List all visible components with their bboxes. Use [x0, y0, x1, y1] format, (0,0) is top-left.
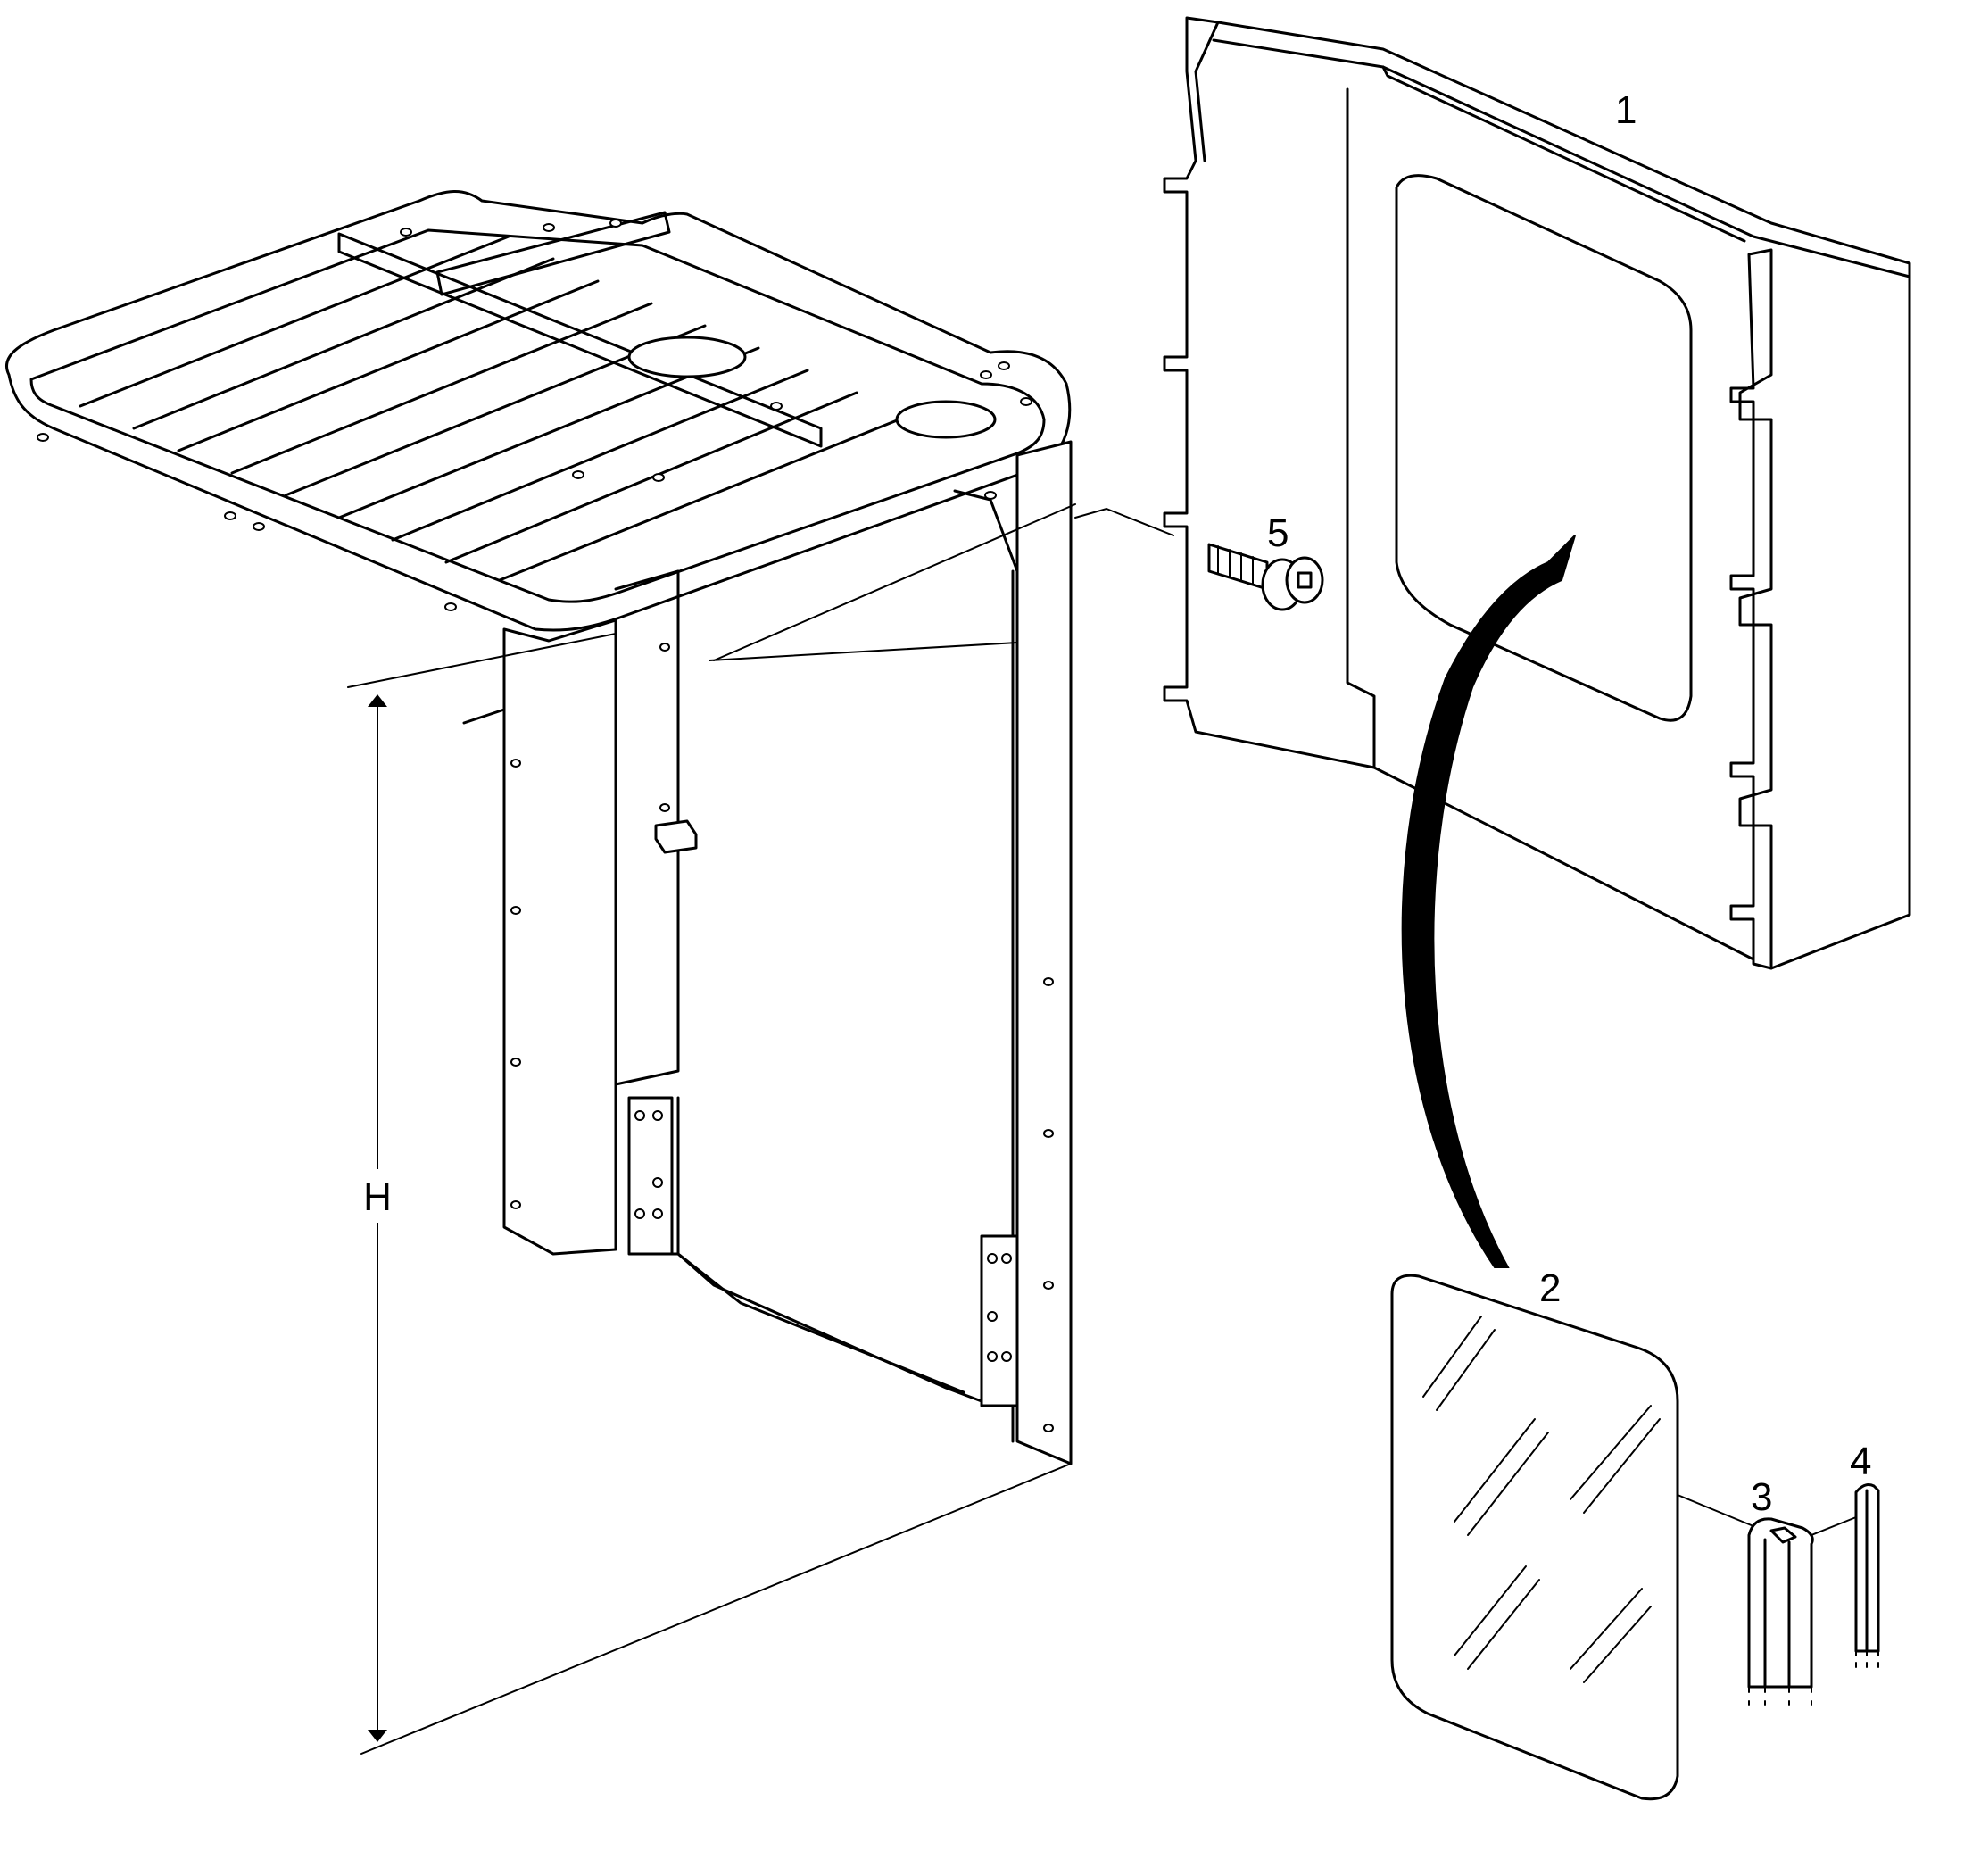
latch-block: [654, 819, 698, 854]
dimension-h-label: H: [363, 1175, 392, 1219]
door-opening: [676, 1096, 1015, 1403]
post-holes: [510, 643, 1054, 1432]
frame-window-opening: [1395, 174, 1693, 722]
roof-rim: [5, 190, 1072, 632]
roof-opening: [627, 336, 747, 378]
part-4-locking-strip: 4: [1850, 1440, 1880, 1670]
part-3-rubber-seal: 3: [1747, 1475, 1814, 1706]
cab-frame: [5, 190, 1073, 1465]
part-5-screw: 5: [1207, 511, 1324, 611]
screw-drive-socket: [1297, 571, 1313, 589]
seal-profile: [1747, 1517, 1814, 1689]
leader-seal-to-strip: [1811, 1516, 1857, 1536]
callout-2: 2: [1539, 1266, 1561, 1310]
part-2-glass-pane: 2: [1390, 1266, 1679, 1801]
front-right-post: [1015, 440, 1073, 1465]
dimension-extension-top: [347, 633, 617, 688]
leader-hole-to-screw: [709, 507, 1174, 661]
front-left-post: [502, 618, 617, 1256]
glass-outline: [1390, 1274, 1679, 1801]
leader-glass-to-seal: [1677, 1494, 1754, 1527]
glass-reflections: [1422, 1316, 1661, 1683]
callout-1: 1: [1615, 88, 1637, 132]
frame-right-flange: [1729, 248, 1773, 970]
hinge-holes: [634, 1110, 1012, 1362]
callout-3: 3: [1751, 1475, 1772, 1519]
callout-5: 5: [1267, 511, 1289, 555]
dimension-extension-bottom: [360, 1463, 1072, 1755]
hinge-plate-left: [627, 1096, 674, 1256]
assembly-arrow-shape: [1401, 535, 1576, 1268]
height-dimension: H: [347, 633, 1072, 1755]
roof-opening-right: [895, 400, 997, 439]
roof-holes: [37, 219, 1032, 611]
callout-4: 4: [1850, 1440, 1871, 1483]
roof-cross-rail-rear: [435, 211, 671, 296]
part-1-window-frame: 1: [1163, 16, 1911, 970]
hinge-plate-right: [980, 1234, 1019, 1407]
roof-inner-rim: [29, 228, 1046, 603]
assembly-arrow: [1401, 535, 1576, 1268]
